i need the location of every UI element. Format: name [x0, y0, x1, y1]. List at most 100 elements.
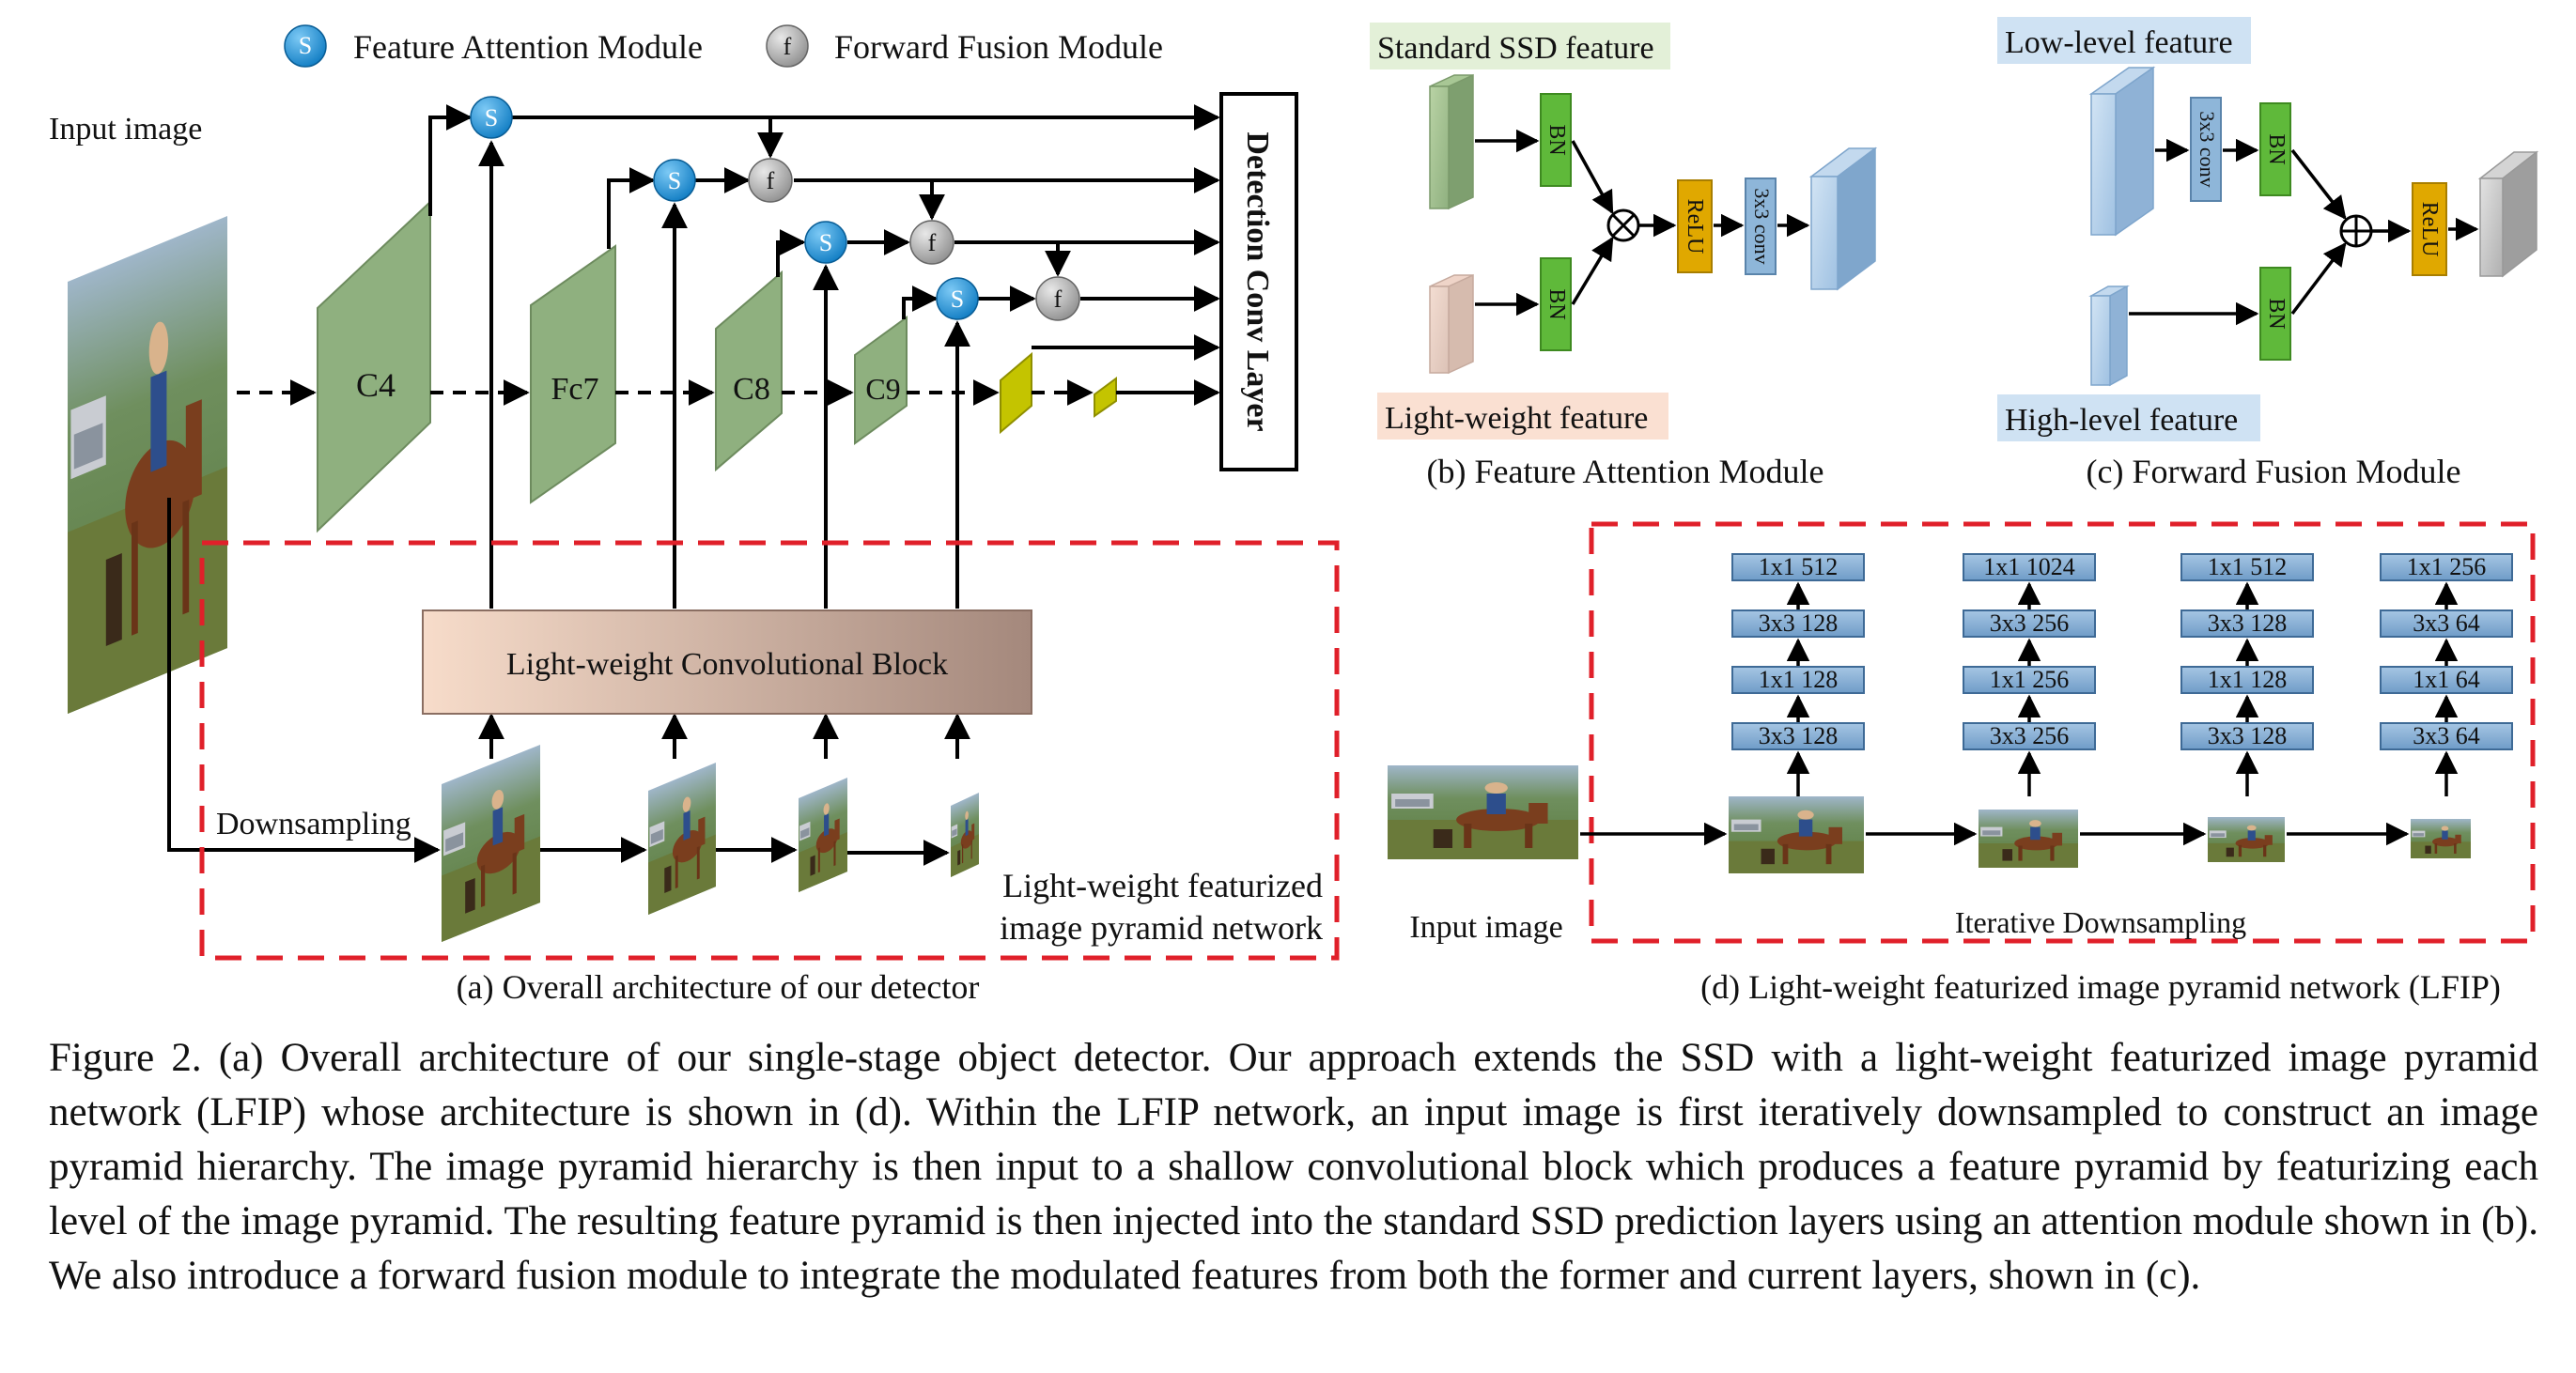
panel-b-bn-top-label: BN: [1544, 124, 1569, 155]
lfip-conv-box-label: 3x3 64: [2413, 722, 2480, 749]
pyramid-image-2: [648, 763, 716, 915]
light-weight-conv-block: [422, 609, 1032, 715]
legend-attention-label: Feature Attention Module: [353, 28, 703, 66]
panel-a-caption: (a) Overall architecture of our detector: [457, 968, 980, 1006]
lfip-conv-box-label: 3x3 128: [1759, 609, 1839, 637]
lfip-conv-box: [1731, 553, 1865, 581]
low-feature-cube: [2090, 93, 2117, 236]
lfip-conv-box-label: 1x1 128: [2208, 666, 2288, 693]
lfip-conv-box-label: 1x1 512: [1759, 553, 1839, 580]
panel-c-bn-top-label: BN: [2264, 133, 2289, 164]
pyramid-image-3: [799, 778, 847, 892]
lfip-conv-box-label: 3x3 256: [1990, 722, 2070, 749]
lfip-conv-box-label: 1x1 512: [2208, 553, 2288, 580]
light-feature-label: Light-weight feature: [1385, 401, 1648, 436]
lfip-conv-box-label: 3x3 128: [2208, 609, 2288, 637]
attention-module-3-glyph: S: [819, 229, 832, 256]
c4-label: C4: [356, 366, 396, 404]
fusion-module-1: [748, 158, 793, 203]
panel-b-relu-label: ReLU: [1683, 199, 1707, 255]
low-feature-label-bg: [1997, 17, 2251, 64]
lfip-conv-box: [1963, 722, 2096, 750]
panel-c-conv: [2190, 97, 2222, 202]
fusion-module-3-glyph: f: [1054, 285, 1063, 313]
panel-a-input-image: [68, 216, 227, 714]
panel-d-pyramid-4: [2411, 819, 2471, 858]
high-feature-label-bg: [1997, 394, 2260, 441]
light-feature-cube-side: [1448, 273, 1474, 375]
high-feature-cube-side: [2109, 285, 2128, 387]
fc7-layer: [530, 244, 616, 504]
attention-module-4-glyph: S: [951, 285, 964, 313]
panel-d-input-image: [1388, 765, 1578, 859]
low-feature-cube-side: [2115, 66, 2154, 237]
lfip-conv-box: [1963, 666, 2096, 694]
panel-b-bn-bottom-label: BN: [1544, 288, 1569, 319]
detection-conv-layer: [1219, 92, 1298, 471]
standard-feature-label-bg: [1370, 23, 1670, 69]
panel-c-arrows: [2129, 138, 2479, 326]
panel-c-caption: (c) Forward Fusion Module: [2087, 453, 2461, 490]
lfip-conv-box: [2180, 666, 2314, 694]
panel-b-relu: [1677, 179, 1713, 273]
lfip-conv-box-label: 3x3 64: [2413, 609, 2480, 637]
lfip-conv-box: [2380, 722, 2513, 750]
panel-c: Low-level feature 3x3 conv BN BN ReLU: [1997, 17, 2539, 490]
high-feature-label: High-level feature: [2005, 403, 2238, 438]
panel-a-modules: S S S S f f f: [470, 96, 1080, 321]
attention-module-1: [470, 96, 513, 139]
fusion-module-1-glyph: f: [767, 167, 775, 194]
attention-module-1-glyph: S: [485, 104, 498, 131]
legend-fusion-label: Forward Fusion Module: [834, 28, 1163, 66]
lfip-conv-box-label: 1x1 256: [1990, 666, 2070, 693]
panel-c-bn-bottom-label: BN: [2264, 298, 2289, 329]
attention-module-icon: [284, 24, 327, 68]
figure-caption: Figure 2. (a) Overall architecture of ou…: [49, 1036, 2538, 1298]
panel-c-output-cube: [2479, 177, 2504, 277]
fusion-module-3: [1035, 276, 1080, 321]
attention-module-2: [653, 159, 696, 202]
lfip-conv-box: [1963, 609, 2096, 638]
panel-d-caption: (d) Light-weight featurized image pyrami…: [1700, 968, 2501, 1006]
panel-c-conv-label: 3x3 conv: [2196, 111, 2219, 187]
lfip-conv-box: [2380, 609, 2513, 638]
panel-b-conv: [1745, 177, 1777, 275]
standard-feature-cube-side: [1448, 73, 1474, 210]
iterative-downsampling-label: Iterative Downsampling: [1955, 905, 2246, 939]
fusion-module-2: [909, 220, 954, 265]
panel-c-relu-label: ReLU: [2417, 202, 2442, 257]
panel-d-column-stacks: 1x1 512 3x3 128 1x1 128 3x3 128 1x1 1024 3x3 …: [1731, 553, 2513, 796]
attention-module-4: [936, 277, 979, 320]
lfip-conv-box: [1731, 609, 1865, 638]
panel-b-output-cube: [1810, 176, 1839, 290]
legend-f-glyph: f: [784, 33, 792, 60]
panel-c-bn-bottom: [2259, 267, 2291, 361]
light-feature-label-bg: [1377, 393, 1668, 440]
panel-c-bn-top: [2259, 102, 2291, 196]
lfip-conv-box-label: 3x3 256: [1990, 609, 2070, 637]
lfip-conv-box: [1963, 553, 2096, 581]
standard-feature-cube: [1429, 85, 1450, 209]
lfip-conv-box: [2180, 722, 2314, 750]
panel-d-pyramid-3: [2208, 817, 2285, 862]
low-feature-label: Low-level feature: [2005, 25, 2233, 60]
standard-feature-label: Standard SSD feature: [1377, 31, 1654, 66]
lfip-conv-box: [1731, 722, 1865, 750]
lfip-conv-box-label: 1x1 64: [2413, 666, 2480, 693]
attention-module-3: [804, 221, 847, 264]
lfip-label-line1: Light-weight featurized: [1002, 867, 1323, 904]
lfip-label-line2: image pyramid network: [1000, 909, 1323, 947]
c8-label: C8: [733, 372, 770, 407]
legend-s-glyph: S: [299, 32, 312, 59]
extra-layer-1: [1000, 351, 1032, 435]
panel-b-bn-bottom: [1540, 257, 1572, 351]
lfip-dashed-box: [199, 540, 1340, 961]
panel-b-conv-label: 3x3 conv: [1750, 188, 1774, 264]
attention-module-2-glyph: S: [668, 167, 681, 194]
lfip-conv-box-label: 1x1 1024: [1983, 553, 2075, 580]
panel-d-dashed-box: [1589, 521, 2536, 944]
c9-label: C9: [865, 372, 900, 406]
c8-layer: [715, 270, 783, 472]
panel-d-pyramid-1: [1729, 796, 1864, 873]
